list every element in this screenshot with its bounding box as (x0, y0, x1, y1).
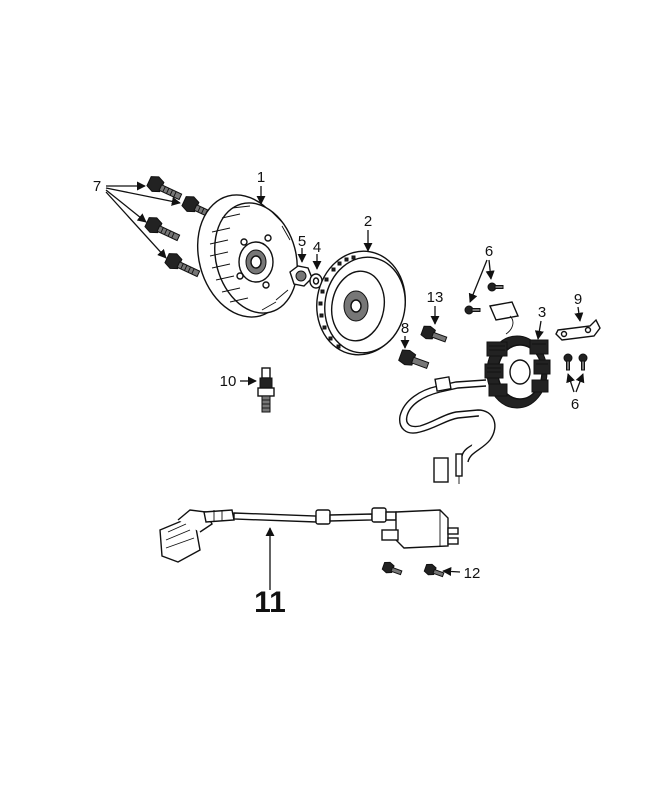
spark-plug (240, 367, 275, 413)
bolt-13 (420, 306, 448, 343)
ignition-coil (159, 507, 459, 590)
callout-10: 10 (220, 373, 237, 390)
leader-3 (534, 320, 544, 340)
callout-7: 7 (93, 178, 101, 195)
callout-1: 1 (257, 169, 265, 186)
bolts-12 (381, 561, 461, 578)
washer-4 (309, 254, 323, 289)
callout-2: 2 (364, 213, 372, 230)
callout-5: 5 (298, 233, 306, 250)
screws-6-top (464, 259, 504, 315)
callout-12: 12 (464, 565, 481, 582)
callout-4: 4 (313, 239, 321, 256)
callout-6-bottom: 6 (571, 396, 579, 413)
callout-8: 8 (401, 320, 409, 337)
bolt-7c (144, 217, 181, 242)
stator (484, 301, 551, 409)
callout-6-top: 6 (485, 243, 493, 260)
callout-9: 9 (574, 291, 582, 308)
bolt-7d (164, 253, 201, 278)
screws-6-bottom (563, 353, 588, 393)
callout-13: 13 (427, 289, 444, 306)
flywheel-fan (196, 194, 298, 318)
rotor (316, 250, 406, 356)
bolt-7a (146, 176, 183, 201)
callout-11: 11 (254, 586, 286, 619)
leader-7 (105, 181, 181, 259)
bolt-8 (398, 336, 430, 369)
bracket-9 (555, 306, 601, 341)
callout-3: 3 (538, 304, 546, 321)
wiring-harness (399, 376, 496, 484)
